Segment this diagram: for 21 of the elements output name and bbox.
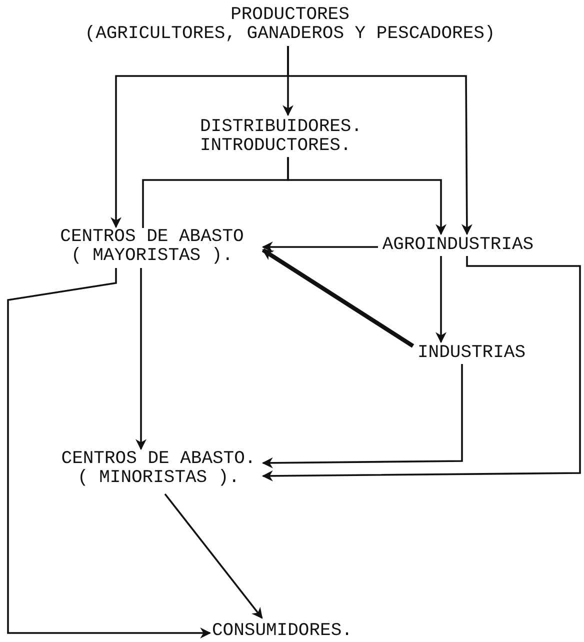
node-label: INDUSTRIAS xyxy=(416,344,527,363)
arrow xyxy=(436,256,446,344)
node-label: CENTROS DE ABASTO xyxy=(59,228,245,247)
node-label: PRODUCTORES xyxy=(230,6,350,25)
arrow xyxy=(262,242,378,252)
node-label: ( MINORISTAS ). xyxy=(76,469,241,488)
arrow xyxy=(164,493,263,619)
arrow xyxy=(262,364,463,468)
arrow xyxy=(287,157,446,236)
arrow xyxy=(262,248,414,348)
node-label: AGROINDUSTRIAS xyxy=(381,236,535,255)
node-label: (AGRICULTORES, GANADEROS Y PESCADORES) xyxy=(84,25,496,44)
node-label: CENTROS DE ABASTO. xyxy=(60,450,257,469)
node-label: ( MAYORISTAS ). xyxy=(70,247,234,266)
arrow xyxy=(136,268,146,450)
arrow xyxy=(7,268,212,638)
arrow xyxy=(287,46,472,236)
node-label: DISTRIBUIDORES. xyxy=(200,118,364,137)
node-label: CONSUMIDORES. xyxy=(212,622,354,641)
node-label: INTRODUCTORES. xyxy=(200,137,352,156)
arrow xyxy=(262,256,581,482)
